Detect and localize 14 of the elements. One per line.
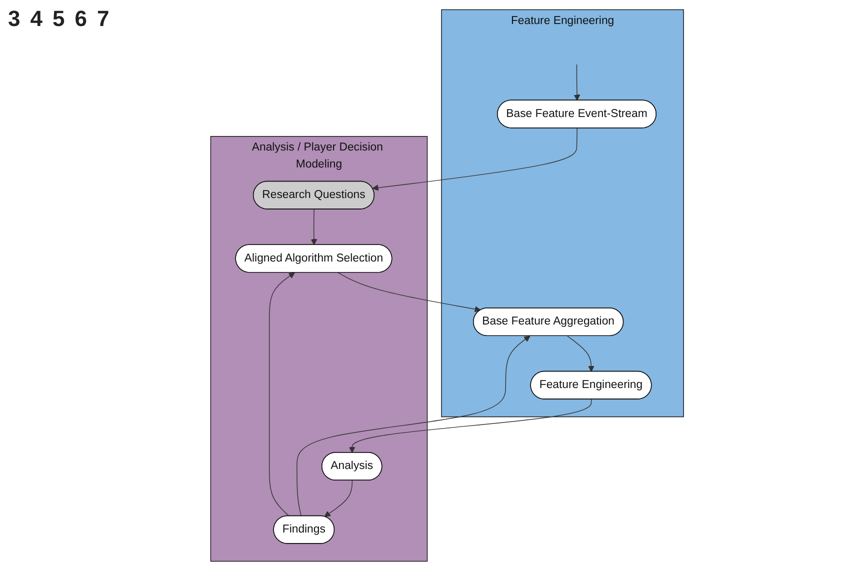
arrow <box>324 480 353 517</box>
arrow <box>574 64 580 101</box>
arrow <box>269 272 296 516</box>
callout-number: 7 <box>97 6 110 32</box>
arrow <box>372 128 578 191</box>
callout-number: 4 <box>30 6 42 32</box>
arrow <box>349 399 592 454</box>
arrow <box>296 336 531 516</box>
callout-number: 3 <box>8 6 20 32</box>
arrow <box>311 208 318 246</box>
arrow <box>338 272 482 312</box>
callout-number: 5 <box>52 6 65 32</box>
arrow <box>567 336 595 372</box>
callout-number: 6 <box>74 6 87 32</box>
